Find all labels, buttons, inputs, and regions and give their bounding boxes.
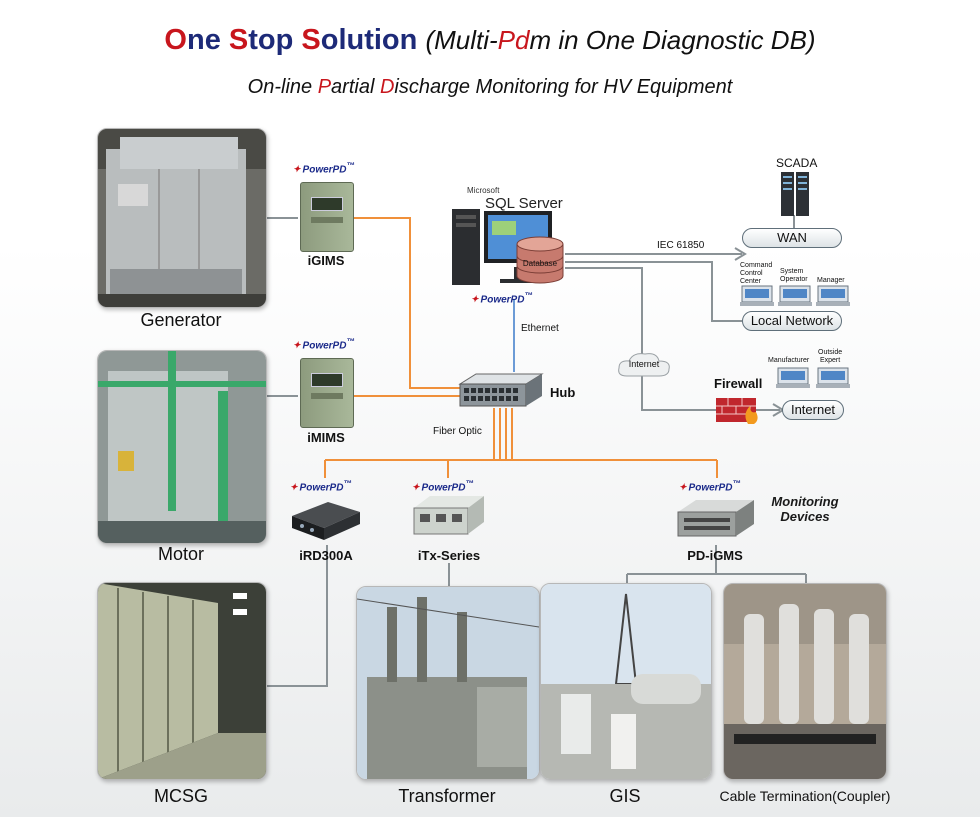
igims-label: iGIMS bbox=[307, 253, 345, 268]
pd-igms-label: PD-iGMS bbox=[687, 548, 743, 563]
cable-termination-label: Cable Termination(Coupler) bbox=[719, 788, 891, 804]
transformer-photo bbox=[356, 586, 540, 780]
fiber-optic-label: Fiber Optic bbox=[433, 426, 482, 437]
ird300a-label: iRD300A bbox=[299, 548, 353, 563]
powerpd-logo-pdigms: ✦PowerPD™ bbox=[679, 478, 741, 494]
powerpd-logo-igims: ✦PowerPD™ bbox=[293, 160, 355, 176]
internet-cloud-label: Internet bbox=[628, 359, 660, 369]
gis-label: GIS bbox=[609, 786, 641, 806]
internet-bar: Internet bbox=[782, 400, 844, 420]
transformer-label: Transformer bbox=[398, 786, 496, 806]
internet-cloud-icon bbox=[618, 353, 670, 377]
local-network-workstations bbox=[740, 285, 850, 306]
internet-workstations bbox=[776, 367, 850, 388]
generator-label: Generator bbox=[140, 310, 222, 330]
ird300a-device bbox=[292, 502, 360, 540]
database-icon bbox=[516, 236, 564, 284]
powerpd-logo-server: ✦PowerPD™ bbox=[471, 290, 533, 306]
manufacturer-label: Manufacturer bbox=[768, 357, 810, 364]
itx-series-device bbox=[413, 496, 484, 535]
iec-61850-label: IEC 61850 bbox=[657, 240, 705, 251]
itx-series-label: iTx-Series bbox=[417, 548, 481, 563]
link-igims-hub bbox=[352, 217, 460, 389]
imims-label: iMIMS bbox=[307, 430, 345, 445]
sql-server-logo: Microsoft SQL Server bbox=[467, 186, 563, 212]
scada-rack-icon bbox=[781, 172, 809, 216]
motor-photo bbox=[97, 350, 267, 544]
wan-bar: WAN bbox=[742, 228, 842, 248]
page-subtitle: On-line Partial Discharge Monitoring for… bbox=[247, 76, 733, 98]
powerpd-logo-itx: ✦PowerPD™ bbox=[412, 478, 474, 494]
database-label: Database bbox=[522, 259, 558, 268]
page-title: One Stop Solution (Multi-Pdm in One Diag… bbox=[164, 24, 816, 56]
local-network-bar: Local Network bbox=[742, 311, 842, 331]
pd-igms-device bbox=[677, 500, 754, 537]
scada-label: SCADA bbox=[776, 156, 818, 170]
mcsg-label: MCSG bbox=[154, 786, 208, 806]
powerpd-logo-imims: ✦PowerPD™ bbox=[293, 336, 355, 352]
hub-label: Hub bbox=[550, 385, 576, 400]
gis-photo bbox=[540, 583, 712, 780]
powerpd-logo-ird300a: ✦PowerPD™ bbox=[290, 478, 352, 494]
mcsg-photo bbox=[97, 582, 267, 780]
igims-device bbox=[300, 182, 354, 252]
manager-label: Manager bbox=[817, 277, 845, 284]
monitoring-devices-label: Monitoring Devices bbox=[771, 494, 839, 524]
cable-termination-photo bbox=[723, 583, 887, 780]
firewall-label: Firewall bbox=[714, 376, 763, 391]
firewall-icon bbox=[716, 398, 758, 424]
ethernet-label: Ethernet bbox=[521, 323, 559, 334]
hub-device bbox=[458, 373, 544, 407]
motor-label: Motor bbox=[157, 544, 204, 564]
imims-device bbox=[300, 358, 354, 428]
generator-photo bbox=[97, 128, 267, 308]
